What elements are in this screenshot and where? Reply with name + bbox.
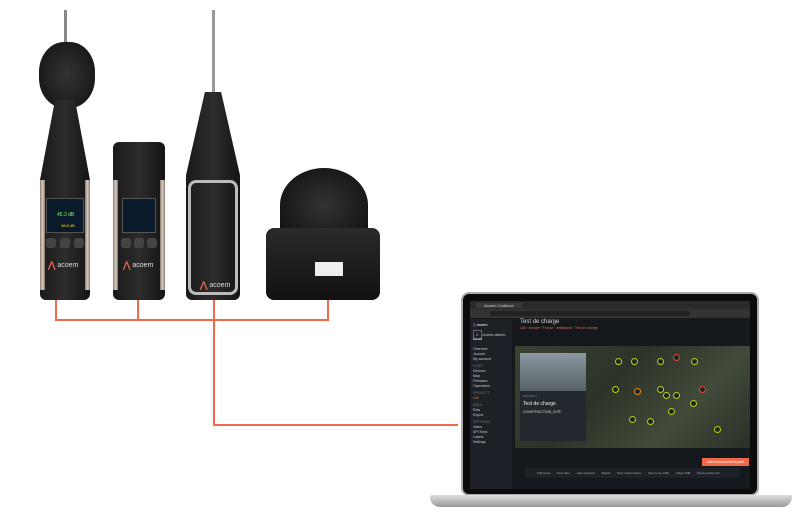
nav-firmware[interactable]: Firmware	[473, 379, 488, 383]
nav-operations[interactable]: Operations	[473, 384, 491, 388]
nav-map[interactable]: Map	[473, 374, 480, 378]
section-label: PROJECT	[473, 391, 490, 395]
brand-logo: acoem	[132, 262, 154, 269]
breadcrumb: List › europe › France › ambiance › Test…	[520, 326, 598, 330]
connector-line	[213, 424, 458, 426]
nav-devices[interactable]: Devices	[473, 369, 486, 373]
connector-line	[55, 319, 329, 321]
nav-export[interactable]: Export	[473, 413, 484, 417]
app-screen: Acoem Cadence ⋀ acoem C charles alberto …	[470, 301, 750, 489]
nav-my-account[interactable]: My account	[473, 357, 491, 361]
project-card: PROJECT Test de charge CONSTRUCTION_SITE	[520, 353, 586, 441]
nav-list[interactable]: List	[473, 396, 479, 400]
user-name: C charles alberto llanes	[473, 330, 509, 341]
nav-journal[interactable]: Journal	[473, 352, 485, 356]
nav-raw[interactable]: Raw	[473, 408, 481, 412]
section-label: FLEET	[473, 364, 484, 368]
nav-overview[interactable]: Overview	[473, 347, 488, 351]
nav-api-keys[interactable]: API Keys	[473, 430, 488, 434]
section-label: DATA	[473, 403, 482, 407]
add-measurement-point-button[interactable]: Add measurement point	[702, 458, 750, 466]
nav-users[interactable]: Users	[473, 425, 483, 429]
connector-line	[137, 300, 139, 320]
project-name: Test de charge	[523, 401, 556, 407]
brand-logo: acoem	[57, 262, 79, 269]
sidebar: ⋀ acoem C charles alberto llanes Overvie…	[470, 319, 512, 489]
section-label: SETTINGS	[473, 420, 491, 424]
browser-tab[interactable]: Acoem Cadence	[476, 303, 522, 308]
connector-line	[327, 300, 329, 320]
connector-line	[213, 300, 215, 426]
reading-2: 48.8 dB	[61, 223, 75, 228]
connector-line	[55, 300, 57, 320]
site-type: CONSTRUCTION_SITE	[523, 410, 561, 414]
address-bar[interactable]	[490, 311, 690, 316]
brand-logo: acoem	[209, 282, 231, 289]
page-title: Test de charge	[520, 319, 560, 325]
reading-1: 45.3 dB	[57, 212, 75, 218]
brand-logo: ⋀ acoem	[473, 323, 488, 327]
nav-settings[interactable]: Settings	[473, 440, 486, 444]
nav-labels[interactable]: Labels	[473, 435, 484, 439]
